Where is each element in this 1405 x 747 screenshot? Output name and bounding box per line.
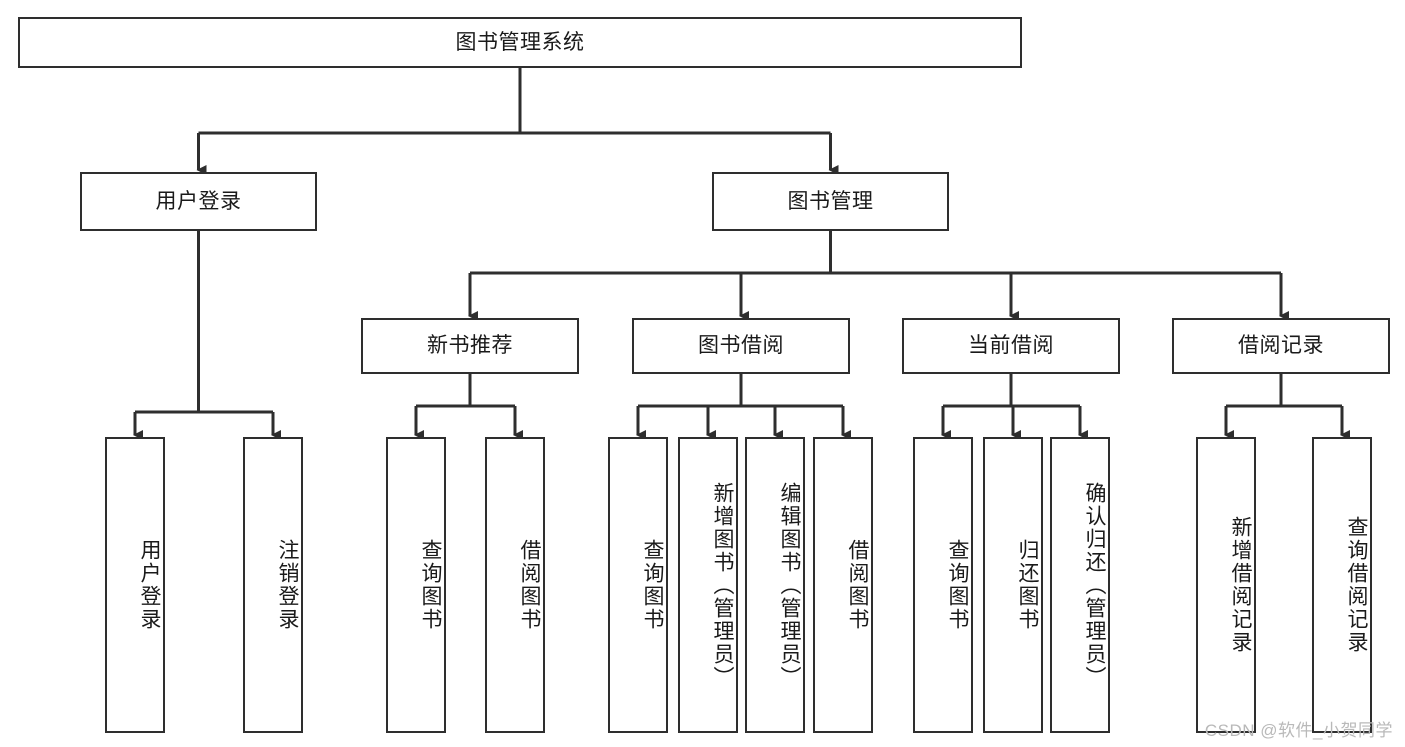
node-leaf-add-record[interactable]: 新增借阅记录 — [1196, 437, 1256, 733]
node-label-leaf-logout: 注销登录 — [276, 539, 299, 631]
node-label-root: 图书管理系统 — [455, 30, 585, 54]
node-label-leaf-return-book: 归还图书 — [1016, 539, 1039, 631]
node-leaf-logout[interactable]: 注销登录 — [243, 437, 303, 733]
node-leaf-query-book-1[interactable]: 查询图书 — [386, 437, 446, 733]
node-leaf-edit-book[interactable]: 编辑图书（管理员） — [745, 437, 805, 733]
node-leaf-add-book[interactable]: 新增图书（管理员） — [678, 437, 738, 733]
node-leaf-borrow-book-1[interactable]: 借阅图书 — [485, 437, 545, 733]
node-label-leaf-edit-book: 编辑图书（管理员） — [778, 481, 801, 689]
node-leaf-borrow-book-2[interactable]: 借阅图书 — [813, 437, 873, 733]
node-current-borrow[interactable]: 当前借阅 — [902, 318, 1120, 374]
node-label-book-borrow: 图书借阅 — [698, 334, 784, 358]
node-label-new-book-rec: 新书推荐 — [427, 334, 513, 358]
node-label-user-login: 用户登录 — [155, 189, 242, 213]
node-borrow-record[interactable]: 借阅记录 — [1172, 318, 1390, 374]
edge-group — [133, 68, 1350, 440]
node-label-borrow-record: 借阅记录 — [1238, 334, 1324, 358]
node-label-leaf-query-book-3: 查询图书 — [946, 539, 969, 631]
node-new-book-rec[interactable]: 新书推荐 — [361, 318, 579, 374]
node-leaf-query-book-2[interactable]: 查询图书 — [608, 437, 668, 733]
node-label-leaf-user-login: 用户登录 — [138, 539, 161, 631]
node-book-manage[interactable]: 图书管理 — [712, 172, 949, 231]
node-label-leaf-query-book-2: 查询图书 — [641, 539, 664, 631]
node-label-leaf-query-record: 查询借阅记录 — [1345, 516, 1368, 654]
node-leaf-user-login[interactable]: 用户登录 — [105, 437, 165, 733]
node-label-leaf-add-book: 新增图书（管理员） — [711, 481, 734, 689]
node-label-book-manage: 图书管理 — [787, 189, 874, 213]
node-label-leaf-add-record: 新增借阅记录 — [1229, 516, 1252, 654]
node-label-leaf-borrow-book-1: 借阅图书 — [518, 539, 541, 631]
node-label-leaf-confirm-return: 确认归还（管理员） — [1083, 481, 1106, 689]
node-book-borrow[interactable]: 图书借阅 — [632, 318, 850, 374]
node-label-current-borrow: 当前借阅 — [968, 334, 1054, 358]
node-label-leaf-borrow-book-2: 借阅图书 — [846, 539, 869, 631]
node-leaf-query-record[interactable]: 查询借阅记录 — [1312, 437, 1372, 733]
node-label-leaf-query-book-1: 查询图书 — [419, 539, 442, 631]
node-leaf-confirm-return[interactable]: 确认归还（管理员） — [1050, 437, 1110, 733]
node-leaf-query-book-3[interactable]: 查询图书 — [913, 437, 973, 733]
csdn-watermark: CSDN @软件_小贺同学 — [1204, 721, 1393, 740]
node-root[interactable]: 图书管理系统 — [18, 17, 1022, 68]
node-leaf-return-book[interactable]: 归还图书 — [983, 437, 1043, 733]
node-user-login[interactable]: 用户登录 — [80, 172, 317, 231]
